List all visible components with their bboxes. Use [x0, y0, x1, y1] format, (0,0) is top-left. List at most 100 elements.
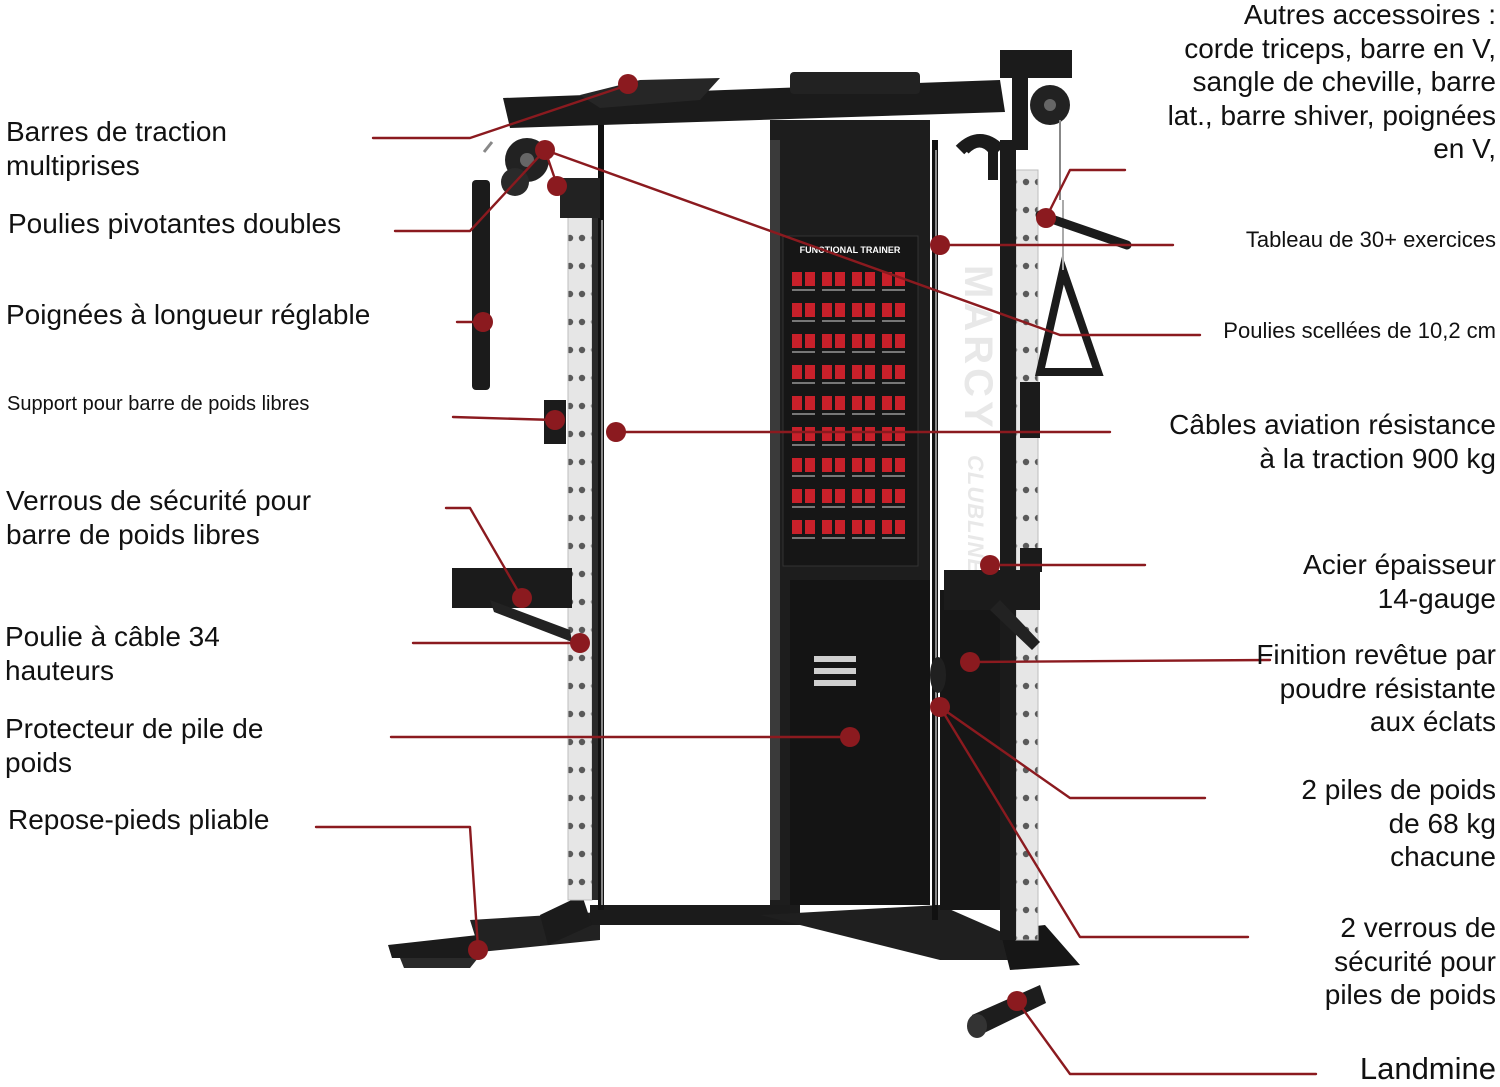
poster-pictogram — [805, 489, 815, 503]
poster-caption-bar — [852, 351, 875, 353]
poster-pictogram — [835, 489, 845, 503]
poster-caption-bar — [792, 413, 815, 415]
poster-pictogram — [852, 427, 862, 441]
poster-pictogram — [895, 458, 905, 472]
label-powder-coat: Finition revêtue par poudre résistante a… — [1256, 639, 1496, 738]
poster-caption-bar — [792, 506, 815, 508]
poster-pictogram — [852, 272, 862, 286]
poster-pictogram — [835, 272, 845, 286]
brand-clubline: CLUBLINE — [963, 455, 988, 575]
poster-pictogram — [852, 489, 862, 503]
poster-pictogram — [895, 396, 905, 410]
poster-pictogram — [852, 365, 862, 379]
label-stack-shroud: Protecteur de pile de poids — [5, 713, 264, 778]
poster-pictogram — [852, 520, 862, 534]
callout-landmine — [1015, 999, 1318, 1076]
label-sealed-pulleys: Poulies scellées de 10,2 cm — [1223, 318, 1496, 343]
poster-pictogram — [865, 396, 875, 410]
brand-marcy: MARCY — [956, 265, 1000, 432]
poster-pictogram — [822, 396, 832, 410]
poster-pictogram — [835, 458, 845, 472]
poster-pictogram — [805, 272, 815, 286]
poster-pictogram — [865, 427, 875, 441]
weight-stack-lock — [930, 657, 946, 693]
callout-safety-locks — [444, 506, 524, 600]
poster-pictogram — [882, 427, 892, 441]
left-upright — [567, 120, 604, 910]
poster-caption-bar — [852, 444, 875, 446]
strap-handle-icon — [472, 141, 494, 390]
poster-pictogram — [895, 427, 905, 441]
poster-pictogram — [895, 365, 905, 379]
poster-pictogram — [865, 272, 875, 286]
label-landmine: Landmine — [1359, 1051, 1496, 1086]
poster-pictogram — [865, 458, 875, 472]
poster-pictogram — [822, 458, 832, 472]
poster-pictogram — [792, 489, 802, 503]
poster-caption-bar — [852, 382, 875, 384]
poster-pictogram — [792, 334, 802, 348]
poster-caption-bar — [792, 444, 815, 446]
dot-pulley-upper — [535, 140, 555, 160]
poster-pictogram — [852, 458, 862, 472]
poster-pictogram — [835, 427, 845, 441]
top-frame — [503, 50, 1072, 155]
poster-caption-bar — [882, 413, 905, 415]
poster-pictogram — [792, 427, 802, 441]
poster-caption-bar — [822, 351, 845, 353]
poster-caption-bar — [792, 475, 815, 477]
callout-dual-pivot-pulleys — [393, 148, 547, 233]
dot-weight-stacks — [930, 697, 950, 717]
label-stack-locks: 2 verrous de sécurité pour piles de poid… — [1324, 912, 1496, 1011]
poster-pictogram — [835, 520, 845, 534]
poster-pictogram — [882, 272, 892, 286]
poster-pictogram — [805, 520, 815, 534]
poster-pictogram — [895, 272, 905, 286]
poster-caption-bar — [792, 289, 815, 291]
callout-bar-holder — [451, 415, 557, 422]
poster-pictogram — [882, 303, 892, 317]
poster-caption-bar — [822, 537, 845, 539]
poster-pictogram — [895, 520, 905, 534]
callout-pull-up-bars — [371, 83, 630, 140]
poster-caption-bar — [852, 413, 875, 415]
poster-caption-bar — [792, 351, 815, 353]
poster-pictogram — [865, 365, 875, 379]
label-aviation-cables: Câbles aviation résistance à la traction… — [1169, 409, 1496, 474]
poster-caption-bar — [852, 475, 875, 477]
callout-lines — [314, 83, 1318, 1076]
label-accessories: Autres accessoires : corde triceps, barr… — [1167, 0, 1496, 165]
poster-pictogram — [805, 303, 815, 317]
tower-badge-icon — [814, 656, 856, 686]
exercise-poster: FUNCTIONAL TRAINER — [782, 235, 919, 567]
poster-pictogram — [792, 396, 802, 410]
callout-weight-stacks — [938, 705, 1207, 800]
poster-pictogram — [792, 303, 802, 317]
poster-pictogram — [822, 520, 832, 534]
dot-pull-up-bars — [618, 74, 638, 94]
poster-caption-bar — [882, 289, 905, 291]
poster-pictogram — [882, 520, 892, 534]
poster-title: FUNCTIONAL TRAINER — [800, 245, 901, 255]
poster-caption-bar — [882, 444, 905, 446]
poster-pictogram — [805, 334, 815, 348]
poster-caption-bar — [882, 351, 905, 353]
dot-powder-coat — [960, 652, 980, 672]
poster-pictogram — [805, 427, 815, 441]
dot-safety-locks — [512, 588, 532, 608]
label-steel-gauge: Acier épaisseur 14-gauge — [1303, 549, 1496, 614]
poster-pictogram — [835, 334, 845, 348]
poster-pictogram — [852, 396, 862, 410]
callout-accessories — [1044, 168, 1127, 220]
label-cable-pulley: Poulie à câble 34 hauteurs — [5, 621, 220, 686]
poster-pictogram — [822, 272, 832, 286]
poster-caption-bar — [852, 537, 875, 539]
poster-exercise-icons — [792, 272, 905, 539]
label-exercise-chart: Tableau de 30+ exercices — [1245, 227, 1496, 252]
callout-footrest — [314, 825, 480, 950]
poster-pictogram — [865, 303, 875, 317]
safety-arms — [452, 548, 1042, 650]
triangle-handle-icon — [1034, 200, 1104, 376]
